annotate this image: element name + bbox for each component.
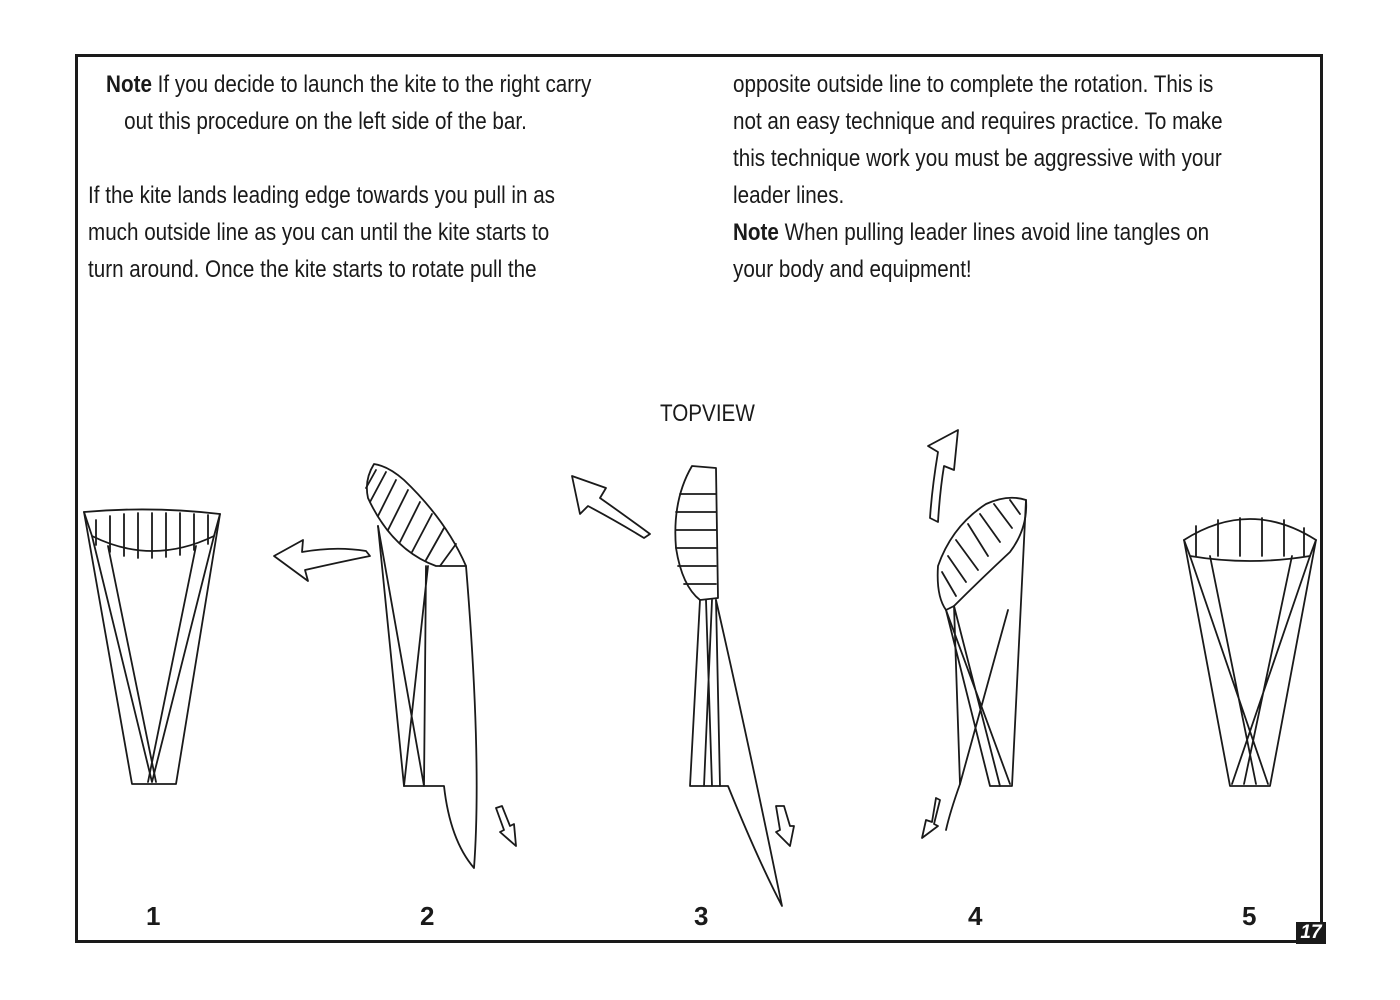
- note-paragraph-left: Note If you decide to launch the kite to…: [88, 66, 591, 103]
- right-text-column: opposite outside line to complete the ro…: [733, 66, 1223, 288]
- body-text-line: leader lines.: [733, 182, 845, 209]
- down-left-arrow-icon: [921, 797, 941, 839]
- body-text-line: not an easy technique and requires pract…: [733, 108, 1223, 135]
- body-text-line: this technique work you must be aggressi…: [733, 145, 1222, 172]
- note-text-line: your body and equipment!: [733, 256, 972, 283]
- step-number-3: 3: [694, 901, 709, 931]
- body-text-line: much outside line as you can until the k…: [88, 219, 550, 246]
- kite-step-3: [674, 465, 795, 907]
- up-left-arrow-icon: [571, 475, 651, 539]
- left-arrow-icon: [273, 539, 371, 582]
- topview-label: TOPVIEW: [660, 400, 755, 427]
- kite-step-1: [83, 508, 221, 785]
- step-number-1: 1: [146, 901, 161, 931]
- down-arrow-icon: [775, 805, 795, 847]
- down-arrow-icon: [495, 805, 517, 847]
- kite-step-2: [365, 463, 517, 869]
- up-arrow-icon: [927, 429, 959, 523]
- note-text-line: out this procedure on the left side of t…: [124, 108, 527, 135]
- step-number-2: 2: [420, 901, 435, 931]
- body-text-line: If the kite lands leading edge towards y…: [88, 182, 555, 209]
- note-paragraph-right: Note When pulling leader lines avoid lin…: [733, 214, 1223, 251]
- left-text-column: Note If you decide to launch the kite to…: [88, 66, 591, 288]
- page-number: 17: [1296, 922, 1326, 944]
- kite-step-4: [921, 496, 1028, 839]
- step-number-5: 5: [1242, 901, 1257, 931]
- body-text-line: opposite outside line to complete the ro…: [733, 71, 1214, 98]
- body-text-line: turn around. Once the kite starts to rot…: [88, 256, 537, 283]
- kite-step-5: [1183, 517, 1317, 787]
- note-text-line: If you decide to launch the kite to the …: [157, 71, 592, 98]
- note-label: Note: [106, 71, 152, 98]
- note-label: Note: [733, 219, 779, 246]
- page-frame: [75, 54, 1323, 943]
- step-number-4: 4: [968, 901, 983, 931]
- note-text-line: When pulling leader lines avoid line tan…: [784, 219, 1210, 246]
